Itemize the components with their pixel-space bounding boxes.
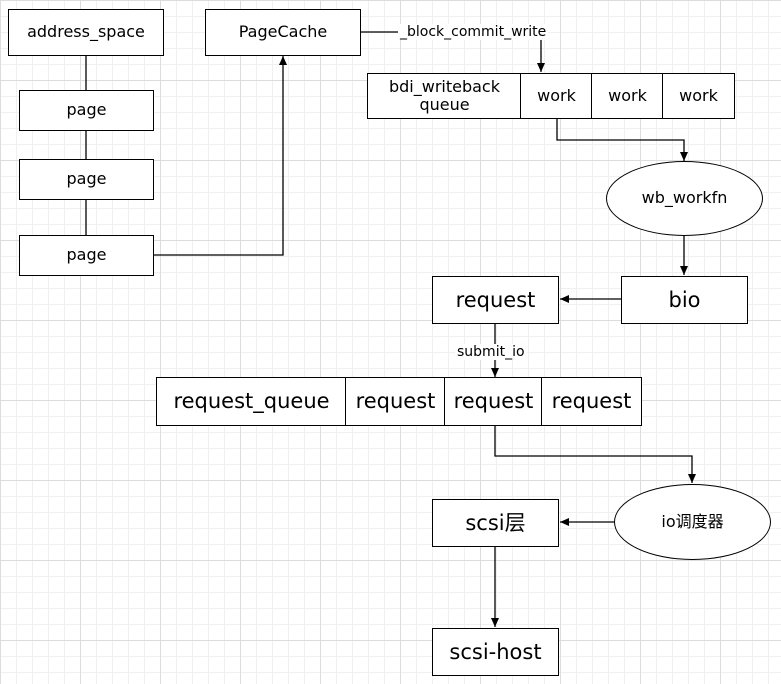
request-box-top: request [432,276,559,324]
io-scheduler-ellipse: io调度器 [614,484,771,560]
page-box-3: page [19,235,154,276]
queue-request-box-3: request [541,377,642,426]
page-box-1: page [19,90,154,131]
work-box-2: work [591,73,664,119]
queue-request-box-2: request [444,377,543,426]
request-queue-box: request_queue [156,377,347,426]
work-box-1: work [520,73,593,119]
page-box-2: page [19,159,154,200]
address-space-box: address_space [8,9,164,56]
edge-label-block-commit-write: _block_commit_write [398,24,549,40]
arrow-request-to-ioscheduler [494,426,696,483]
arrow-page3-to-pagecache [153,56,287,256]
wb-workfn-ellipse: wb_workfn [606,161,763,236]
scsi-host-box: scsi-host [432,628,559,676]
bio-box: bio [621,276,748,324]
queue-request-box-1: request [345,377,446,426]
work-box-3: work [662,73,735,119]
arrow-work-to-wbworkfn [556,119,688,161]
edge-label-submit-io: submit_io [455,344,527,360]
pagecache-box: PageCache [205,9,361,56]
scsi-layer-box: scsi层 [432,499,559,547]
bdi-writeback-queue-box: bdi_writeback queue [367,73,522,119]
